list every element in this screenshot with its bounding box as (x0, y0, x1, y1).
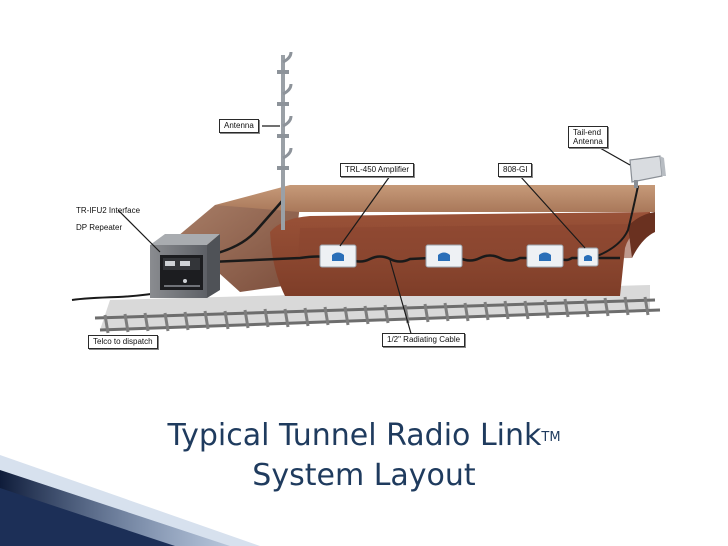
tail-end-antenna-icon (629, 155, 666, 188)
amplifier-label: TRL-450 Amplifier (340, 163, 415, 177)
gi-808-device (577, 247, 599, 267)
slide-title-line2: System Layout (0, 458, 728, 494)
antenna-label: Antenna (219, 119, 259, 133)
slide-title-line1: Typical Tunnel Radio LinkTM (0, 418, 728, 454)
gi-808-label: 808-GI (498, 163, 533, 177)
radiating-cable-label: 1/2" Radiating Cable (382, 333, 466, 347)
callout-leaders (117, 125, 631, 338)
interface-cabinet-icon (150, 234, 220, 298)
title-text-line1: Typical Tunnel Radio Link (167, 418, 542, 453)
repeater-label: DP Repeater (76, 223, 123, 232)
railway-track (94, 296, 661, 334)
interface-label-group: TR-IFU2 Interface DP Repeater (76, 205, 140, 234)
tunnel-earth (178, 185, 655, 296)
telco-label: Telco to dispatch (88, 335, 158, 349)
antenna-feed-cable (209, 190, 285, 257)
interface-label: TR-IFU2 Interface (76, 206, 141, 215)
tail-end-antenna-label-line2: Antenna (573, 137, 603, 146)
tail-end-cable (591, 185, 639, 259)
tail-end-antenna-label-line1: Tail-end (573, 128, 602, 137)
trl-450-amplifier-3 (526, 244, 564, 268)
antenna-mast (277, 51, 293, 230)
decorative-wedge (0, 455, 260, 546)
trademark-mark: TM (541, 430, 561, 445)
tail-end-antenna-label: Tail-end Antenna (568, 126, 608, 148)
trl-450-amplifier-1 (319, 244, 357, 268)
trl-450-amplifier-2 (425, 244, 463, 268)
title-text-line2: System Layout (252, 458, 476, 493)
